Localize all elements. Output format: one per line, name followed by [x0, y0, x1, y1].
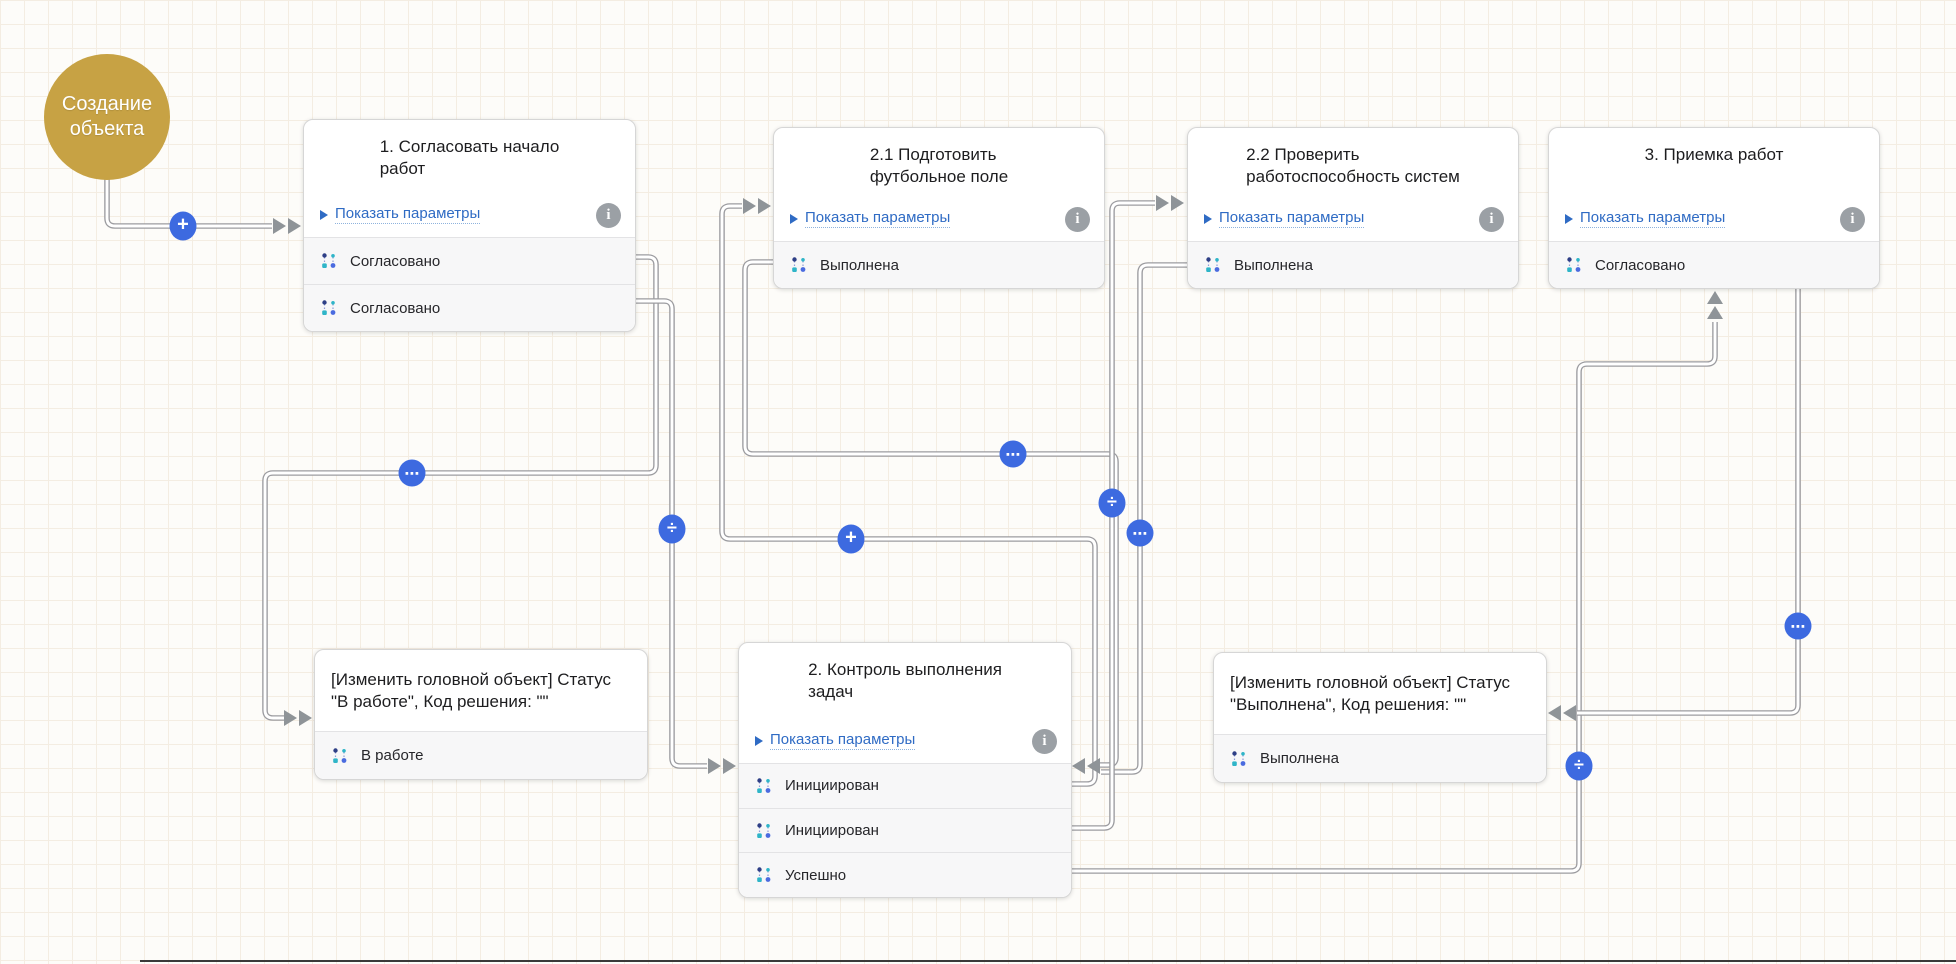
chevron-right-icon	[790, 213, 798, 224]
connector-add-button[interactable]: +	[169, 211, 197, 241]
info-icon[interactable]: i	[1065, 207, 1090, 232]
start-event-create-object[interactable]: Создание объекта	[44, 54, 170, 180]
outcome-label: Выполнена	[820, 256, 899, 274]
show-params-link[interactable]: Показать параметры	[790, 209, 951, 228]
node-header: 2.2 Проверить работоспособность систем П…	[1188, 128, 1518, 241]
connector[interactable]	[262, 254, 659, 726]
outcome-connection-icon	[790, 256, 808, 274]
outcome-row[interactable]: Согласовано	[1549, 241, 1879, 288]
outcome-connection-icon	[755, 777, 773, 795]
outcome-label: В работе	[361, 747, 424, 764]
outcome-label: Выполнена	[1260, 750, 1339, 767]
change-object-node-in-work[interactable]: [Изменить головной объект] Статус "В раб…	[314, 649, 648, 780]
chevron-right-icon	[1565, 213, 1573, 224]
outcome-label: Согласовано	[1595, 256, 1686, 274]
outcome-row[interactable]: Успешно	[739, 852, 1071, 898]
node-header: 1. Согласовать начало работ Показать пар…	[304, 120, 635, 237]
outcome-connection-icon	[331, 747, 349, 765]
outcome-row[interactable]: Согласовано	[304, 237, 635, 284]
node-title: 2.2 Проверить работоспособность систем	[1246, 145, 1460, 187]
connector-options-button[interactable]: ⋯	[1126, 519, 1154, 547]
task-node-3[interactable]: 3. Приемка работ Показать параметры i Со…	[1548, 127, 1880, 289]
outcome-label: Инициирован	[785, 822, 879, 840]
task-node-2-control[interactable]: 2. Контроль выполнения задач Показать па…	[738, 642, 1072, 899]
node-header: 3. Приемка работ Показать параметры i	[1549, 128, 1879, 241]
connector-add-button[interactable]: ÷	[658, 514, 686, 544]
connector[interactable]	[742, 259, 1119, 774]
outcome-row[interactable]: Инициирован	[739, 807, 1071, 853]
outcome-connection-icon	[1204, 256, 1222, 274]
outcome-connection-icon	[320, 252, 338, 270]
outcome-row[interactable]: Выполнена	[1214, 734, 1546, 782]
connector-options-button[interactable]: ⋯	[1784, 612, 1812, 640]
outcome-connection-icon	[1565, 256, 1583, 274]
outcome-connection-icon	[1230, 750, 1248, 768]
outcome-row[interactable]: Согласовано	[304, 284, 635, 331]
outcome-row[interactable]: В работе	[315, 731, 647, 779]
connector-add-button[interactable]: +	[837, 524, 865, 554]
change-object-node-done[interactable]: [Изменить головной объект] Статус "Выпол…	[1213, 652, 1547, 783]
show-params-link[interactable]: Показать параметры	[1204, 209, 1365, 228]
outcome-connection-icon	[320, 299, 338, 317]
node-title: [Изменить головной объект] Статус "В раб…	[331, 670, 612, 712]
node-title: 3. Приемка работ	[1644, 145, 1784, 164]
chevron-right-icon	[1204, 213, 1212, 224]
task-node-1[interactable]: 1. Согласовать начало работ Показать пар…	[303, 119, 636, 332]
show-params-link[interactable]: Показать параметры	[320, 205, 481, 224]
node-header: 2.1 Подготовить футбольное поле Показать…	[774, 128, 1104, 241]
task-node-2-1[interactable]: 2.1 Подготовить футбольное поле Показать…	[773, 127, 1105, 289]
outcome-label: Успешно	[785, 866, 847, 884]
connector[interactable]	[1101, 262, 1187, 775]
connector[interactable]	[719, 198, 1098, 787]
info-icon[interactable]: i	[1840, 207, 1865, 232]
info-icon[interactable]: i	[1479, 207, 1504, 232]
connector[interactable]	[1548, 288, 1801, 721]
node-header: [Изменить головной объект] Статус "Выпол…	[1214, 653, 1546, 734]
outcome-row[interactable]: Выполнена	[1188, 241, 1518, 288]
chevron-right-icon	[320, 209, 328, 220]
outcome-label: Согласовано	[350, 252, 441, 270]
connector[interactable]	[1070, 291, 1723, 874]
outcome-connection-icon	[755, 866, 773, 884]
show-params-link[interactable]: Показать параметры	[1565, 209, 1726, 228]
connector-options-button[interactable]: ⋯	[999, 440, 1027, 468]
info-icon[interactable]: i	[596, 203, 621, 228]
chevron-right-icon	[755, 735, 763, 746]
outcome-label: Согласовано	[350, 299, 441, 317]
show-params-link[interactable]: Показать параметры	[755, 731, 916, 750]
connector-add-button[interactable]: ÷	[1098, 488, 1126, 518]
node-title: 2.1 Подготовить футбольное поле	[869, 145, 1009, 187]
connector-options-button[interactable]: ⋯	[398, 459, 426, 487]
connector-add-button[interactable]: ÷	[1565, 751, 1593, 781]
outcome-label: Инициирован	[785, 777, 879, 795]
node-title: [Изменить головной объект] Статус "Выпол…	[1230, 673, 1511, 715]
connector[interactable]	[104, 178, 301, 234]
task-node-2-2[interactable]: 2.2 Проверить работоспособность систем П…	[1187, 127, 1519, 289]
node-header: 2. Контроль выполнения задач Показать па…	[739, 643, 1071, 763]
outcome-connection-icon	[755, 822, 773, 840]
connector[interactable]	[1070, 195, 1184, 831]
window-bottom-edge	[140, 960, 1956, 962]
node-title: 1. Согласовать начало работ	[379, 137, 560, 179]
outcome-row[interactable]: Инициирован	[739, 763, 1071, 808]
node-title: 2. Контроль выполнения задач	[808, 660, 1002, 702]
outcome-row[interactable]: Выполнена	[774, 241, 1104, 288]
info-icon[interactable]: i	[1032, 729, 1057, 754]
node-header: [Изменить головной объект] Статус "В раб…	[315, 650, 647, 731]
outcome-label: Выполнена	[1234, 256, 1313, 274]
